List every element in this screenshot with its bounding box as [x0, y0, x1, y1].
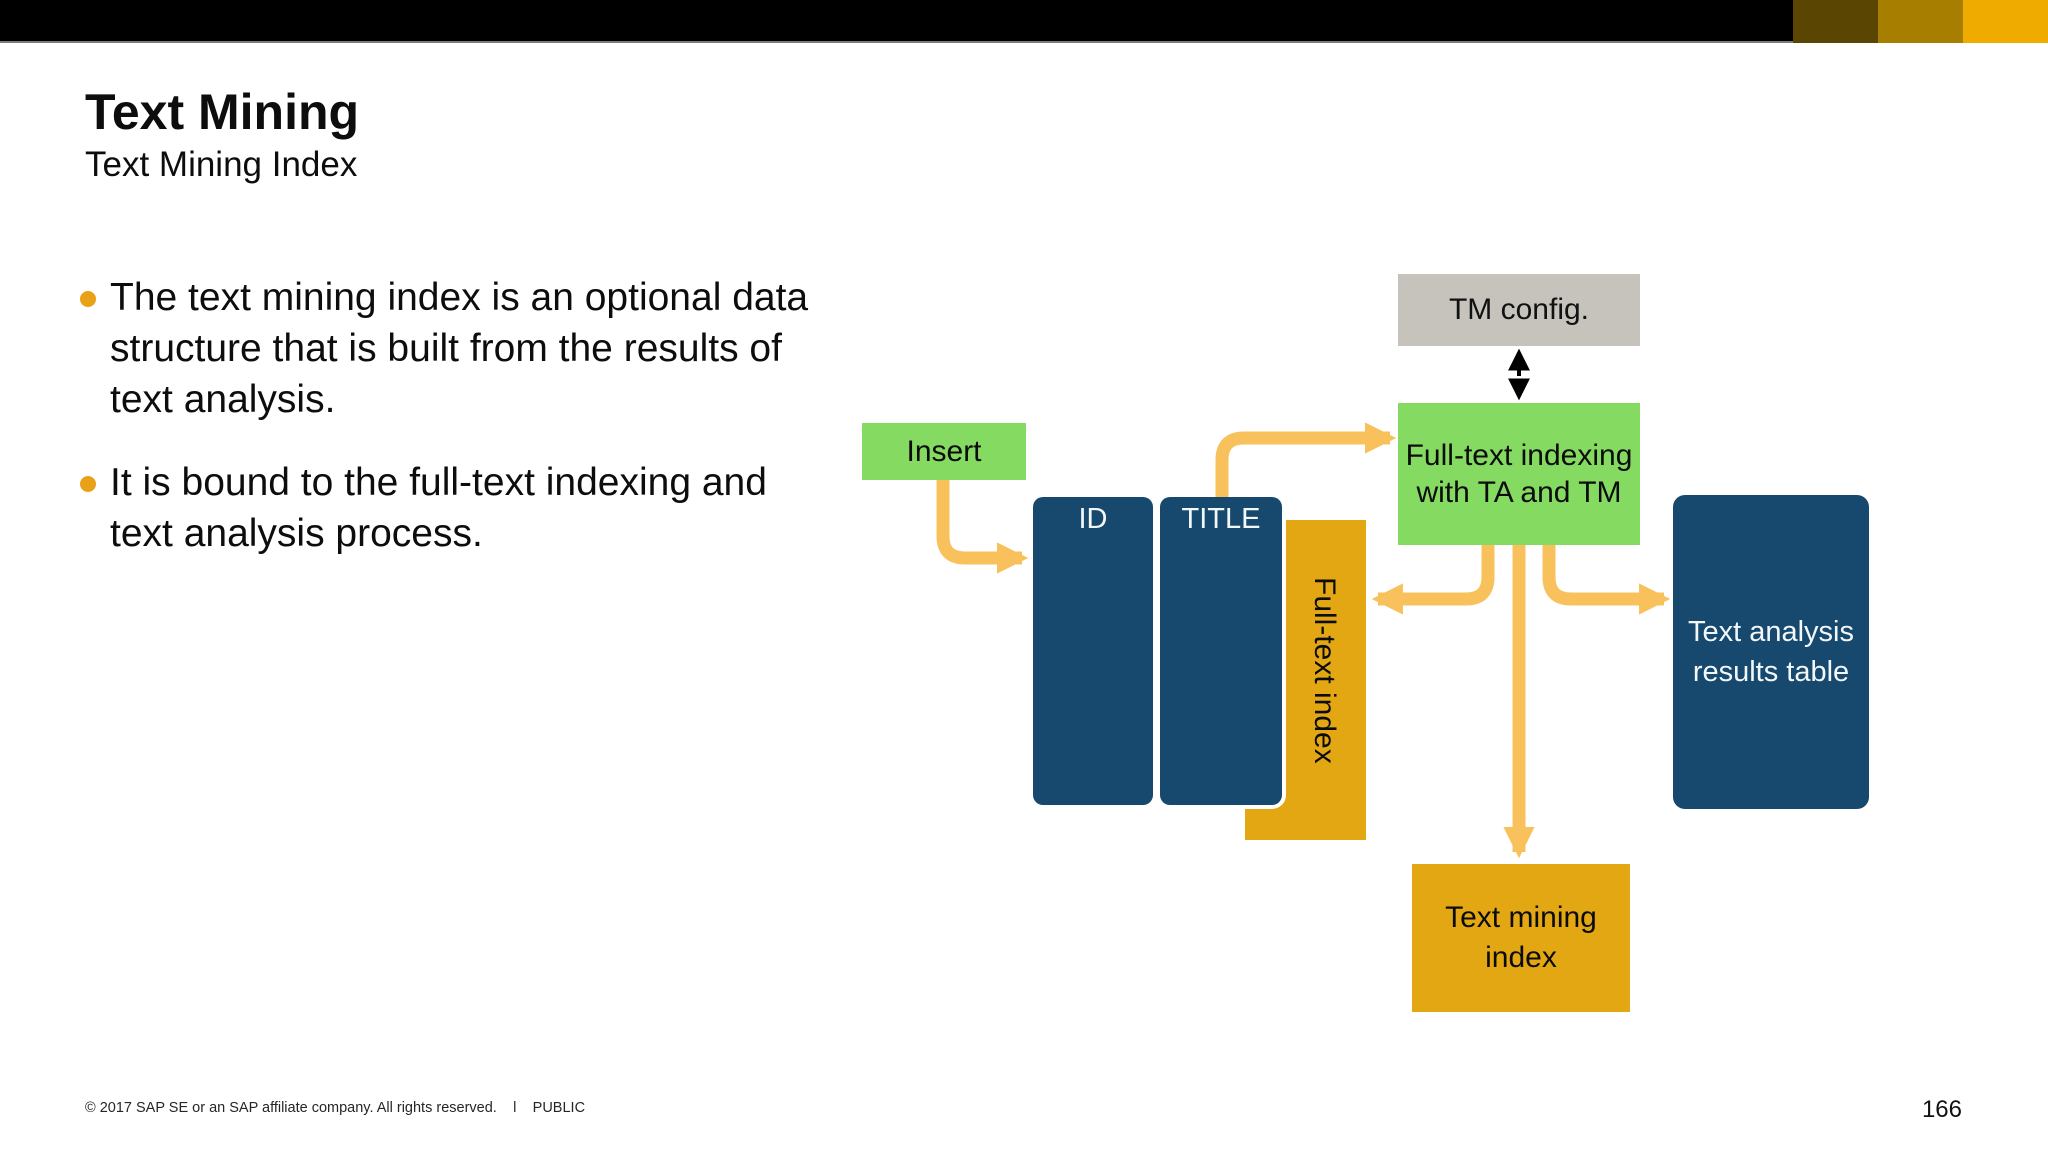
bullet-item: The text mining index is an optional dat…: [80, 272, 840, 425]
insert-box: Insert: [862, 423, 1026, 480]
bullet-text: The text mining index is an optional dat…: [110, 276, 809, 421]
indexing-to-results-arrow: [1542, 545, 1671, 615]
bullet-item: It is bound to the full-text indexing an…: [80, 457, 840, 559]
full-text-indexing-box: Full-text indexing with TA and TM: [1398, 403, 1640, 545]
top-bar: [0, 0, 2048, 43]
bullet-dot-icon: [80, 476, 96, 492]
accent-square-mid-gold: [1878, 0, 1963, 43]
text-mining-index-box: Text mining index: [1412, 864, 1630, 1012]
footer-copyright: © 2017 SAP SE or an SAP affiliate compan…: [85, 1100, 585, 1116]
title-column-box: TITLE: [1160, 497, 1282, 805]
text-analysis-results-box: Text analysis results table: [1673, 495, 1869, 809]
indexing-to-fulltext-arrow: [1371, 545, 1495, 615]
bullet-list: The text mining index is an optional dat…: [80, 272, 840, 591]
page-number: 166: [1921, 1096, 1962, 1123]
accent-square-bright-gold: [1963, 0, 2048, 43]
insert-to-id-arrow: [936, 480, 1029, 574]
bullet-text: It is bound to the full-text indexing an…: [110, 461, 767, 555]
copyright-text: © 2017 SAP SE or an SAP affiliate compan…: [85, 1100, 497, 1116]
page-title: Text Mining: [85, 84, 360, 140]
classification-label: PUBLIC: [532, 1100, 586, 1116]
footer-separator: ǀ: [512, 1100, 517, 1116]
bullet-dot-icon: [80, 291, 96, 307]
accent-square-dark-gold: [1793, 0, 1878, 43]
full-text-index-label: Full-text index: [1308, 576, 1341, 764]
page-subtitle: Text Mining Index: [85, 145, 358, 184]
title-to-indexing-arrow: [1215, 422, 1397, 497]
id-column-box: ID: [1033, 497, 1153, 805]
tm-config-box: TM config.: [1398, 274, 1640, 346]
